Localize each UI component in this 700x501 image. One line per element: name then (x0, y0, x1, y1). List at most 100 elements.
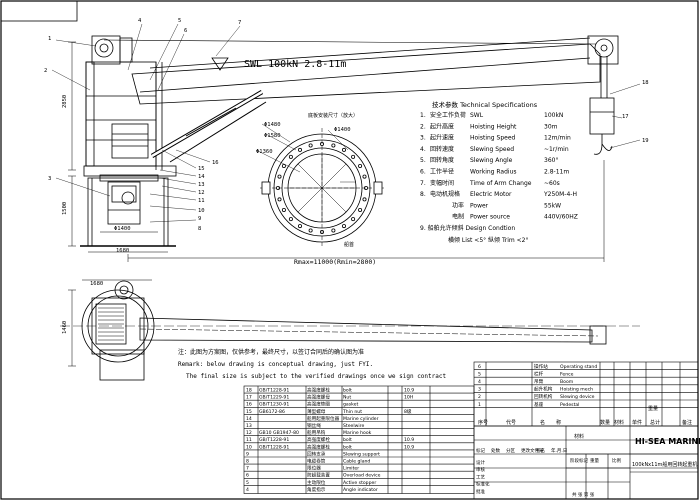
spec-value: 440V/60HZ (544, 214, 578, 221)
bolt-hole (362, 197, 367, 202)
bom-item-code: GB6172-86 (259, 409, 285, 415)
bom-item-name-en: Marine hook (343, 430, 372, 436)
callout-3: 3 (48, 176, 51, 182)
callout-1: 1 (48, 36, 51, 42)
spec-cn: 回转角度 (430, 156, 454, 164)
bolt-hole (297, 147, 302, 152)
role-label: 工艺 (476, 474, 485, 480)
spec-en: SWL (470, 112, 484, 119)
bom-item-no: 10 (246, 444, 252, 450)
bom-item-no: 13 (246, 423, 252, 429)
bom-item-name-cn: 主动限位 (307, 479, 326, 486)
bom-header-cell: 数量 (600, 419, 610, 426)
bom-item-name-en: Steelwire (343, 423, 364, 429)
bolt-hole (281, 163, 286, 168)
bom-item-grade: 10.9 (404, 444, 414, 450)
callout-12: 12 (198, 190, 205, 196)
bom-right-name-cn: 栏杆 (534, 370, 544, 377)
bom-right-name-cn: 起升机构 (534, 386, 553, 393)
title-block-frame (473, 425, 699, 500)
bom-item-code: GB/T1229-91 (259, 395, 289, 401)
callout-15: 15 (198, 166, 205, 172)
bom-right-name-en: Fence (560, 371, 574, 377)
bolt-hole (331, 228, 336, 233)
spec-en: Slewing Angle (470, 157, 513, 164)
bom-right-name-cn: 回转机构 (534, 393, 553, 400)
spec-value: Y250M-4-H (543, 191, 577, 198)
bom-header-cell: 单件 (632, 419, 642, 426)
spec-value: 100kN (544, 112, 563, 119)
callout-2: 2 (44, 68, 47, 74)
callout-8: 8 (198, 226, 201, 232)
spec-value: 2.8-11m (544, 169, 569, 176)
bolt-hole (341, 224, 346, 229)
dim-2850: 2850 (62, 95, 68, 108)
bom-item-name-cn: 船用起重限位器 (307, 415, 340, 422)
plan-view (60, 279, 640, 381)
bom-item-no: 11 (246, 437, 252, 443)
scale-label: 比例 (612, 457, 621, 464)
bom-right-name-en: Pedestal (560, 402, 579, 408)
motor (107, 181, 141, 225)
bom-item-name-cn: 钢丝绳 (307, 422, 321, 429)
revision-label: 更改文件号 (521, 447, 544, 454)
spec-en: Time of Arm Change (469, 180, 532, 187)
bolt-hole (319, 229, 324, 234)
bom-item-no: 17 (246, 395, 252, 401)
bom-header-cell: 名 (540, 419, 545, 426)
remark-en2: The final size is subject to the verifie… (186, 373, 446, 380)
spec-cn: 变幅时间 (430, 179, 454, 187)
spec-no: 1. (420, 112, 426, 119)
bom-right-name-cn: 操作站 (534, 363, 548, 370)
callout-5: 5 (178, 18, 181, 24)
bom-item-name-en: Cable gland (343, 459, 370, 465)
bom-item-name-en: Active stopper (343, 480, 376, 486)
bom-item-name-cn: 限位器 (307, 465, 321, 472)
bom-item-name-en: Limiter (343, 466, 359, 472)
role-label: 标准化 (476, 481, 490, 488)
spec-cn: 回转速度 (430, 145, 454, 153)
spec-no: 2. (420, 123, 426, 130)
spec-value: ~60s (544, 180, 560, 187)
bom-item-grade: 8级 (404, 408, 412, 415)
dim-1460: 1460 (62, 321, 68, 334)
bom-item-name-en: Marine cylinder (343, 416, 379, 422)
spec-value: 30m (544, 123, 558, 130)
bom-right-name-en: Slewing device (560, 394, 595, 400)
callout-9: 9 (198, 216, 201, 222)
bom-item-name-cn: 高强度螺栓 (307, 443, 330, 450)
bom-item-name-en: Nut (343, 395, 351, 401)
bolt-hole (363, 185, 368, 190)
bom-item-name-cn: 回转支承 (307, 450, 326, 457)
bom-item-no: 14 (246, 416, 252, 422)
callout-14: 14 (198, 174, 205, 180)
spec-en: Hoisting Height (470, 123, 517, 130)
bom-right-name-cn: 吊臂 (534, 378, 544, 385)
company-name: HI-SEA MARINE (635, 437, 700, 446)
spec-no: 8. (420, 191, 426, 198)
bolt-hole (319, 141, 324, 146)
bolt-hole (288, 154, 293, 159)
bom-item-name-en: gasket (343, 402, 358, 408)
side-elevation (51, 23, 641, 262)
dim-plan-1680: 1680 (90, 281, 103, 287)
spec-value: 12m/min (544, 135, 571, 142)
dim-1680: 1680 (116, 248, 129, 254)
bom-header-cell: 材料 (614, 419, 624, 426)
bolt-hole (275, 185, 280, 190)
bolt-hole (362, 174, 367, 179)
spec-value: 55kW (544, 202, 561, 209)
spec-cn: 起升速度 (430, 134, 454, 142)
spec-no: 5. (420, 157, 426, 164)
spec-cn: 安全工作负荷 (430, 111, 466, 119)
spec-en: Power source (470, 214, 510, 221)
bom-item-name-en: bolt (343, 444, 352, 450)
callout-16: 16 (212, 160, 219, 166)
callout-19: 19 (642, 138, 649, 144)
rmax-dimension: Rmax=11000(Rmin=2800) (294, 258, 376, 266)
spec-en: Electric Motor (470, 191, 512, 198)
